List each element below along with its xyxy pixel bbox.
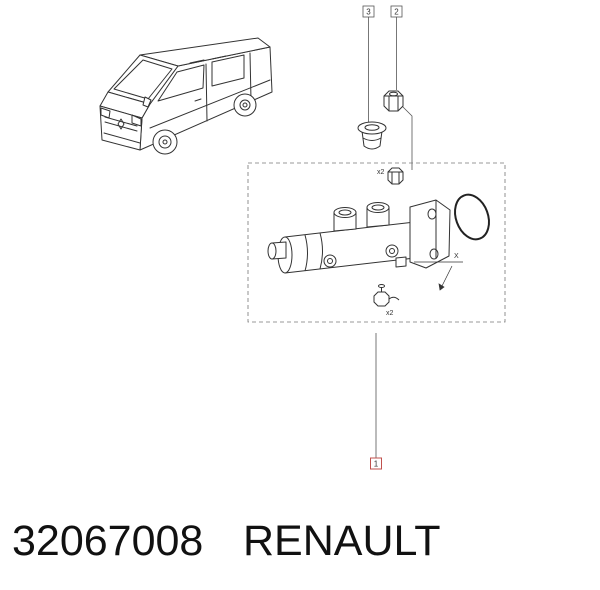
van-side-stripe [149, 79, 271, 129]
outlet-port-rear [385, 244, 399, 258]
van-roof-detail [189, 55, 227, 64]
van-rear-window [211, 54, 245, 87]
callout-1: 1 [370, 457, 382, 470]
van-door-handle [194, 98, 202, 102]
van-rear-door-line [249, 52, 252, 101]
callout-2: 2 [390, 5, 403, 18]
parts-diagram: 3 2 1 x2 [99, 5, 506, 470]
van-headlight-left [100, 107, 111, 119]
leader-line-2-branch [401, 105, 413, 170]
van-door-line [205, 63, 208, 122]
van-headlight-right [131, 114, 142, 127]
assembly-outline [247, 162, 506, 323]
callout-3-label: 3 [366, 8, 371, 17]
callout-3: 3 [362, 5, 375, 18]
o-ring-seal [454, 193, 490, 241]
part-number: 32067008 [12, 517, 204, 565]
reservoir-grommet [357, 121, 387, 150]
dimension-marker [414, 261, 463, 291]
outlet-port-front [323, 254, 337, 268]
reservoir-boss-rear [366, 202, 390, 228]
mounting-nut [387, 167, 404, 185]
van-front-wheel [152, 129, 178, 155]
leader-lines [368, 17, 413, 458]
van-mirror [142, 96, 152, 108]
bleed-screw [373, 284, 400, 307]
brand-name: RENAULT [243, 517, 441, 565]
master-cylinder [267, 199, 451, 274]
lower-boss [395, 256, 407, 268]
cylinder-grooves [304, 232, 323, 272]
van-rear-wheel [233, 93, 257, 117]
reservoir-boss-front [333, 207, 357, 232]
mounting-nut-quantity: x2 [377, 169, 385, 176]
van-grille [103, 116, 141, 144]
dimension-label: X [454, 253, 459, 260]
van-front-door-window [157, 64, 205, 102]
mounting-flange [409, 199, 451, 269]
bleed-screw-quantity: x2 [386, 310, 394, 317]
van-illustration [99, 37, 273, 155]
callout-1-label: 1 [374, 460, 379, 469]
callout-2-label: 2 [394, 8, 399, 17]
reservoir-nut [383, 90, 404, 112]
van-logo [117, 118, 125, 130]
